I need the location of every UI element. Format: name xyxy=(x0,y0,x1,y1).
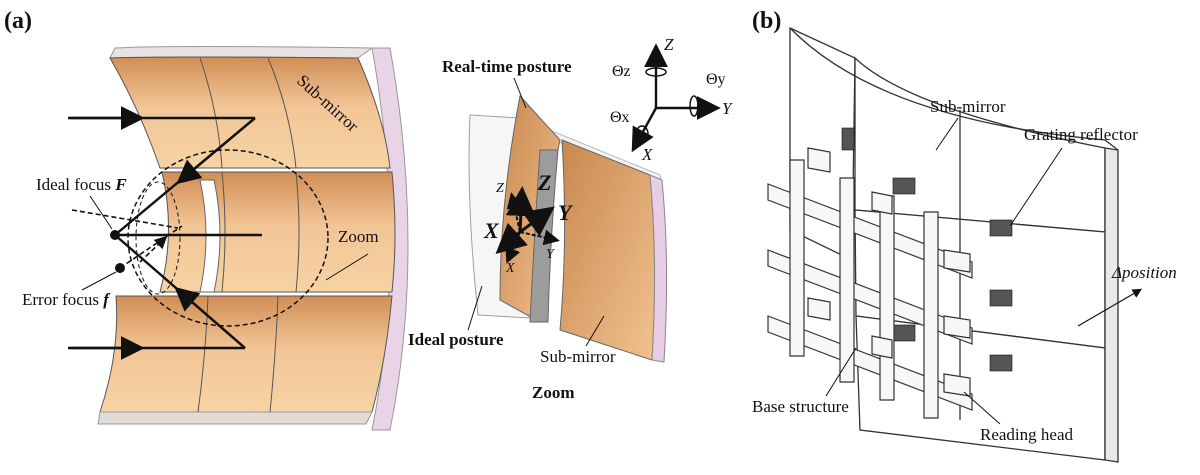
axis-x: X xyxy=(641,145,653,164)
inset-x-small: X xyxy=(505,261,515,276)
grating-reflector-leader xyxy=(1009,147,1063,227)
grating-reflector-label: Grating reflector xyxy=(1024,125,1138,144)
inset-x-big: X xyxy=(483,218,500,243)
panel-b-label: (b) xyxy=(752,8,781,34)
delta-position-label: Δposition xyxy=(1111,263,1177,282)
ideal-posture-leader xyxy=(467,285,483,331)
sub-mirror-label-zoom: Sub-mirror xyxy=(540,347,616,366)
base-structure-leader xyxy=(825,347,857,397)
inset-y-small: Y xyxy=(546,247,556,262)
ideal-focus-point xyxy=(110,230,120,240)
base-structure-label: Base structure xyxy=(752,397,849,416)
inset-z-small: Z xyxy=(496,181,504,196)
sub-mirror-zoom-leader xyxy=(585,315,605,347)
panel-a-label: (a) xyxy=(4,8,32,34)
reading-head-leader xyxy=(963,391,1001,425)
reading-head-label: Reading head xyxy=(980,425,1073,444)
zoom-label-a: Zoom xyxy=(338,227,379,246)
sub-mirror-b-leader xyxy=(935,117,959,151)
real-time-posture-label: Real-time posture xyxy=(442,57,572,76)
ideal-focus-leader xyxy=(89,195,113,230)
delta-position-arrow xyxy=(1077,288,1143,327)
inset-axes xyxy=(495,186,560,264)
error-focus-point xyxy=(115,263,125,273)
axis-theta-z: Θz xyxy=(612,63,631,80)
ideal-posture-label: Ideal posture xyxy=(408,330,504,349)
zoom-circle xyxy=(127,149,329,327)
sub-mirror-label-b: Sub-mirror xyxy=(930,97,1006,116)
inset-z-big: Z xyxy=(537,170,551,195)
coordinate-axes xyxy=(631,43,721,153)
axis-theta-y: Θy xyxy=(706,71,726,88)
inset-y-big: Y xyxy=(558,200,574,225)
zoom-caption: Zoom xyxy=(532,383,575,402)
ideal-focus-label: Ideal focus F xyxy=(36,175,127,194)
real-time-posture-leader xyxy=(513,77,527,109)
error-focus-leader xyxy=(81,271,117,291)
base-structure xyxy=(767,147,973,419)
zoom-leader xyxy=(325,253,369,281)
axis-y: Y xyxy=(722,99,733,118)
axis-theta-x: Θx xyxy=(610,109,630,126)
error-focus-label: Error focus f xyxy=(22,290,111,309)
focus-small-circle xyxy=(135,181,181,295)
error-rays xyxy=(71,209,183,269)
axis-z: Z xyxy=(664,35,674,54)
segmented-mirror xyxy=(97,46,409,431)
